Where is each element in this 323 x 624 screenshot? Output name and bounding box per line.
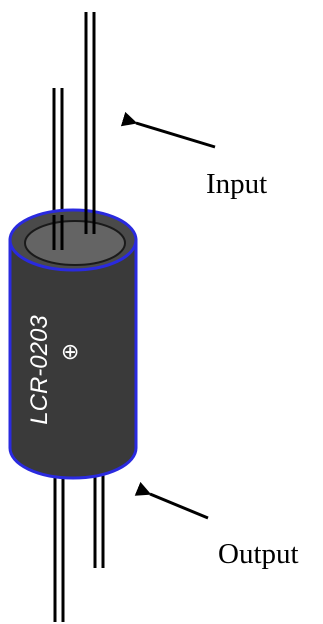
lower-short-lead	[93, 470, 105, 568]
input-arrow-icon	[120, 111, 216, 149]
part-number-label: LCR-0203	[26, 315, 53, 425]
upper-long-lead	[84, 12, 96, 234]
input-label: Input	[206, 168, 267, 200]
output-arrow-icon	[134, 481, 209, 520]
component-body	[8, 208, 138, 480]
lower-long-lead	[53, 470, 65, 622]
leads-over-top	[52, 205, 96, 250]
top-inner-face	[24, 220, 126, 266]
output-label: Output	[218, 538, 299, 570]
polarity-symbol: ⊕	[58, 343, 83, 361]
